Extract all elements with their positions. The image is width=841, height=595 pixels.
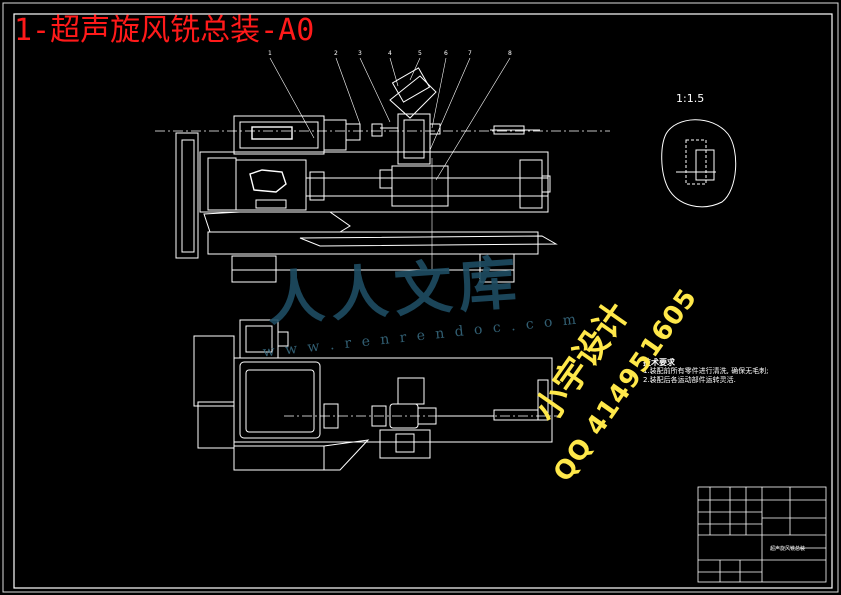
technical-requirement-line: 1.装配前所有零件进行清洗, 确保无毛刺; bbox=[643, 367, 769, 375]
callout-number: 5 bbox=[418, 50, 422, 57]
drawing-frame bbox=[13, 13, 833, 589]
detail-scale-label: 1:1.5 bbox=[676, 92, 705, 105]
title-block bbox=[697, 486, 827, 583]
callout-number: 1 bbox=[268, 50, 272, 57]
technical-requirements-heading: 技术要求 bbox=[643, 358, 675, 367]
callout-number: 4 bbox=[388, 50, 392, 57]
callout-number: 2 bbox=[334, 50, 338, 57]
title-block-drawing-name: 超声旋风铣总装 bbox=[770, 546, 806, 552]
drawing-title: 1-超声旋风铣总装-A0 bbox=[14, 13, 315, 48]
technical-requirement-line: 2.装配后各运动部件运转灵活. bbox=[643, 376, 736, 384]
plan-view bbox=[193, 319, 560, 471]
callout-number: 3 bbox=[358, 50, 362, 57]
detail-view bbox=[661, 119, 737, 208]
callout-number: 8 bbox=[508, 50, 512, 57]
callout-number: 7 bbox=[468, 50, 472, 57]
callout-number: 6 bbox=[444, 50, 448, 57]
technical-requirements: 技术要求 1.装配前所有零件进行清洗, 确保无毛刺; 2.装配后各运动部件运转灵… bbox=[643, 358, 793, 385]
front-view bbox=[155, 57, 610, 283]
